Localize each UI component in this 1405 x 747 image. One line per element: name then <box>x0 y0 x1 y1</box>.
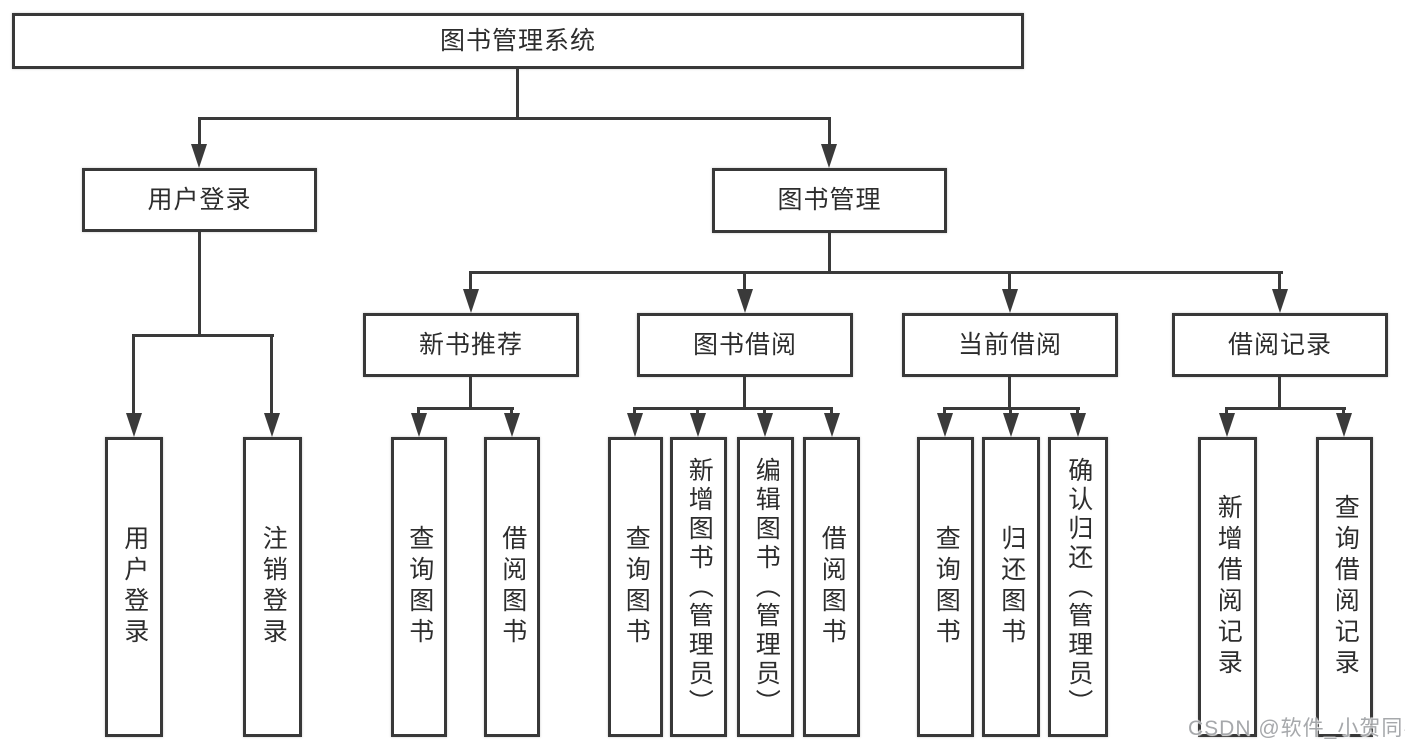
node-book-borrow-label: 图书借阅 <box>692 330 797 359</box>
connector-to-br-add <box>1225 407 1228 414</box>
leaf-bb-edit-book: 编辑图书（管理员） <box>737 437 794 737</box>
leaf-logout: 注销登录 <box>243 437 302 737</box>
node-new-book-recommend-label: 新书推荐 <box>418 330 523 359</box>
leaf-nbr-borrow-book-label: 借阅图书 <box>498 525 527 649</box>
leaf-br-add-record: 新增借阅记录 <box>1198 437 1257 737</box>
node-book-borrow: 图书借阅 <box>637 313 853 377</box>
leaf-br-query-record: 查询借阅记录 <box>1316 437 1373 737</box>
arrowhead-borrow-record <box>1272 289 1288 313</box>
node-book-management: 图书管理 <box>712 168 947 233</box>
node-root-label: 图书管理系统 <box>439 26 596 55</box>
connector-to-nbr-query <box>417 407 420 414</box>
connector-to-user-login <box>198 117 201 145</box>
arrowhead-bb-query <box>627 413 643 437</box>
leaf-br-query-record-label: 查询借阅记录 <box>1331 494 1360 680</box>
connector-nbr-stem <box>469 377 472 408</box>
leaf-nbr-query-book: 查询图书 <box>391 437 447 737</box>
leaf-cb-query-book: 查询图书 <box>917 437 974 737</box>
arrowhead-bb-edit <box>757 413 773 437</box>
arrowhead-book-borrow <box>737 289 753 313</box>
connector-to-cb-query <box>943 407 946 414</box>
node-borrow-record: 借阅记录 <box>1172 313 1388 377</box>
connector-bb-rail <box>633 407 833 410</box>
arrowhead-login <box>126 413 142 437</box>
connector-to-nbr-borrow <box>510 407 513 414</box>
node-new-book-recommend: 新书推荐 <box>363 313 579 377</box>
connector-level3-rail <box>469 271 1283 274</box>
connector-book-management-stem <box>828 233 831 273</box>
leaf-cb-query-book-label: 查询图书 <box>932 525 961 649</box>
leaf-cb-return-book-label: 归还图书 <box>997 525 1026 649</box>
leaf-login: 用户登录 <box>105 437 163 737</box>
arrowhead-nbr-borrow <box>504 413 520 437</box>
leaf-bb-borrow-book-label: 借阅图书 <box>818 525 847 649</box>
connector-to-login <box>132 334 135 414</box>
arrowhead-br-query <box>1336 413 1352 437</box>
connector-to-current-borrow <box>1008 271 1011 290</box>
leaf-bb-borrow-book: 借阅图书 <box>803 437 860 737</box>
arrowhead-cb-confirm <box>1070 413 1086 437</box>
arrowhead-cb-query <box>937 413 953 437</box>
arrowhead-br-add <box>1219 413 1235 437</box>
connector-to-bb-borrow <box>830 407 833 414</box>
arrowhead-bb-borrow <box>824 413 840 437</box>
connector-to-cb-confirm <box>1076 407 1079 414</box>
node-root: 图书管理系统 <box>12 13 1024 69</box>
connector-user-login-rail <box>132 334 274 337</box>
node-current-borrow: 当前借阅 <box>902 313 1118 377</box>
leaf-nbr-query-book-label: 查询图书 <box>405 525 434 649</box>
arrowhead-nbr-query <box>411 413 427 437</box>
leaf-cb-confirm-return-label: 确认归还（管理员） <box>1064 456 1093 718</box>
leaf-br-add-record-label: 新增借阅记录 <box>1214 494 1243 680</box>
leaf-login-label: 用户登录 <box>120 525 149 649</box>
arrowhead-bb-add <box>690 413 706 437</box>
node-user-login: 用户登录 <box>82 168 317 232</box>
node-current-borrow-label: 当前借阅 <box>957 330 1062 359</box>
arrowhead-logout <box>264 413 280 437</box>
connector-to-borrow-record <box>1278 271 1281 290</box>
arrowhead-cb-return <box>1003 413 1019 437</box>
arrowhead-user-login <box>191 144 207 168</box>
connector-br-stem <box>1278 377 1281 408</box>
leaf-logout-label: 注销登录 <box>259 525 288 649</box>
connector-to-br-query <box>1342 407 1345 414</box>
arrowhead-book-management <box>821 144 837 168</box>
leaf-bb-query-book: 查询图书 <box>608 437 663 737</box>
connector-to-cb-return <box>1009 407 1012 414</box>
connector-cb-stem <box>1008 377 1011 408</box>
node-borrow-record-label: 借阅记录 <box>1227 330 1332 359</box>
arrowhead-current-borrow <box>1002 289 1018 313</box>
connector-nbr-rail <box>417 407 514 410</box>
leaf-nbr-borrow-book: 借阅图书 <box>484 437 540 737</box>
connector-root-stem <box>516 69 519 118</box>
connector-bb-stem <box>743 377 746 408</box>
leaf-bb-query-book-label: 查询图书 <box>622 525 651 649</box>
leaf-bb-add-book-label: 新增图书（管理员） <box>685 456 714 718</box>
connector-to-book-management <box>828 117 831 145</box>
connector-root-rail <box>198 117 831 120</box>
connector-user-login-stem <box>198 232 201 335</box>
connector-to-bb-edit <box>763 407 766 414</box>
leaf-cb-confirm-return: 确认归还（管理员） <box>1048 437 1108 737</box>
leaf-cb-return-book: 归还图书 <box>982 437 1040 737</box>
connector-to-bb-query <box>633 407 636 414</box>
connector-br-rail <box>1225 407 1346 410</box>
connector-to-bb-add <box>696 407 699 414</box>
connector-to-new-book-recommend <box>469 271 472 290</box>
node-user-login-label: 用户登录 <box>147 185 252 214</box>
leaf-bb-edit-book-label: 编辑图书（管理员） <box>752 456 781 718</box>
arrowhead-new-book-recommend <box>463 289 479 313</box>
csdn-watermark: CSDN @软件_小贺同学 <box>1188 717 1405 740</box>
connector-to-logout <box>270 334 273 414</box>
leaf-bb-add-book: 新增图书（管理员） <box>670 437 727 737</box>
node-book-management-label: 图书管理 <box>777 186 882 214</box>
connector-to-book-borrow <box>743 271 746 290</box>
